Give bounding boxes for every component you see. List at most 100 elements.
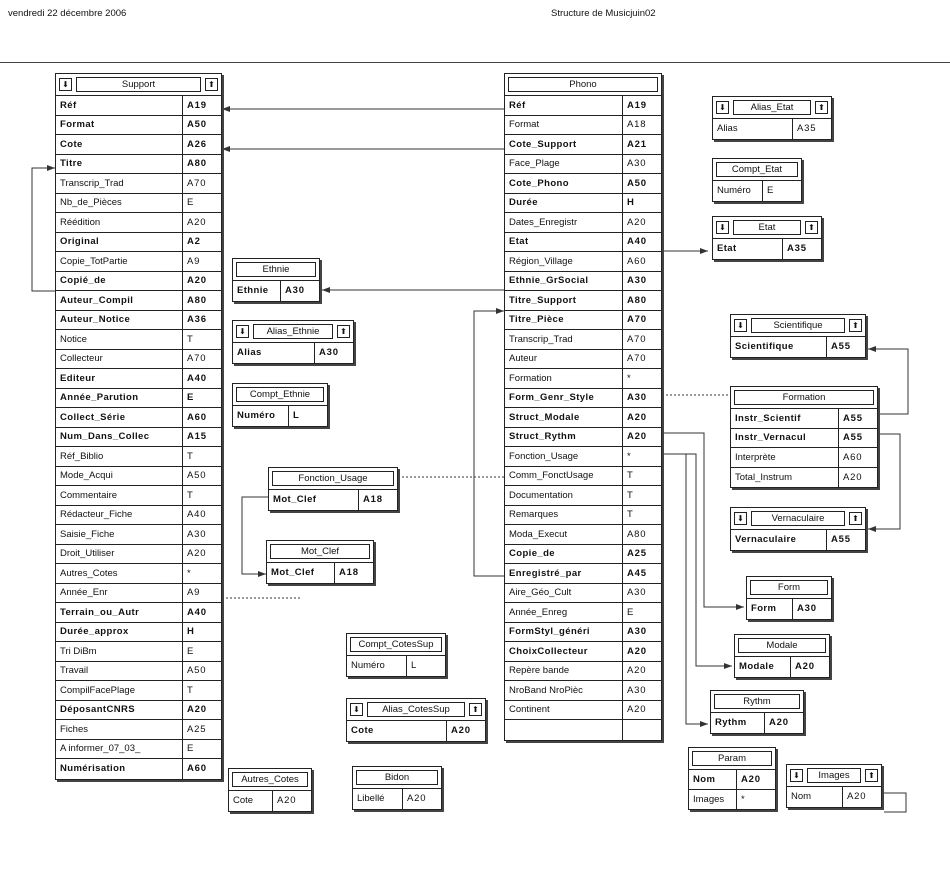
sort-up-icon[interactable]: ⬆ [865,769,878,782]
field-row[interactable]: Images* [689,789,775,809]
sort-down-icon[interactable]: ⬇ [59,78,72,91]
sort-up-icon[interactable]: ⬆ [205,78,218,91]
field-row[interactable]: A informer_07_03_E [56,739,221,759]
sort-up-icon[interactable]: ⬆ [805,221,818,234]
sort-down-icon[interactable]: ⬇ [790,769,803,782]
sort-down-icon[interactable]: ⬇ [734,512,747,525]
sort-down-icon[interactable]: ⬇ [236,325,249,338]
sort-up-icon[interactable]: ⬆ [849,319,862,332]
field-row[interactable]: Autres_Cotes* [56,564,221,584]
sort-down-icon[interactable]: ⬇ [350,703,363,716]
sort-down-icon[interactable]: ⬇ [716,101,729,114]
